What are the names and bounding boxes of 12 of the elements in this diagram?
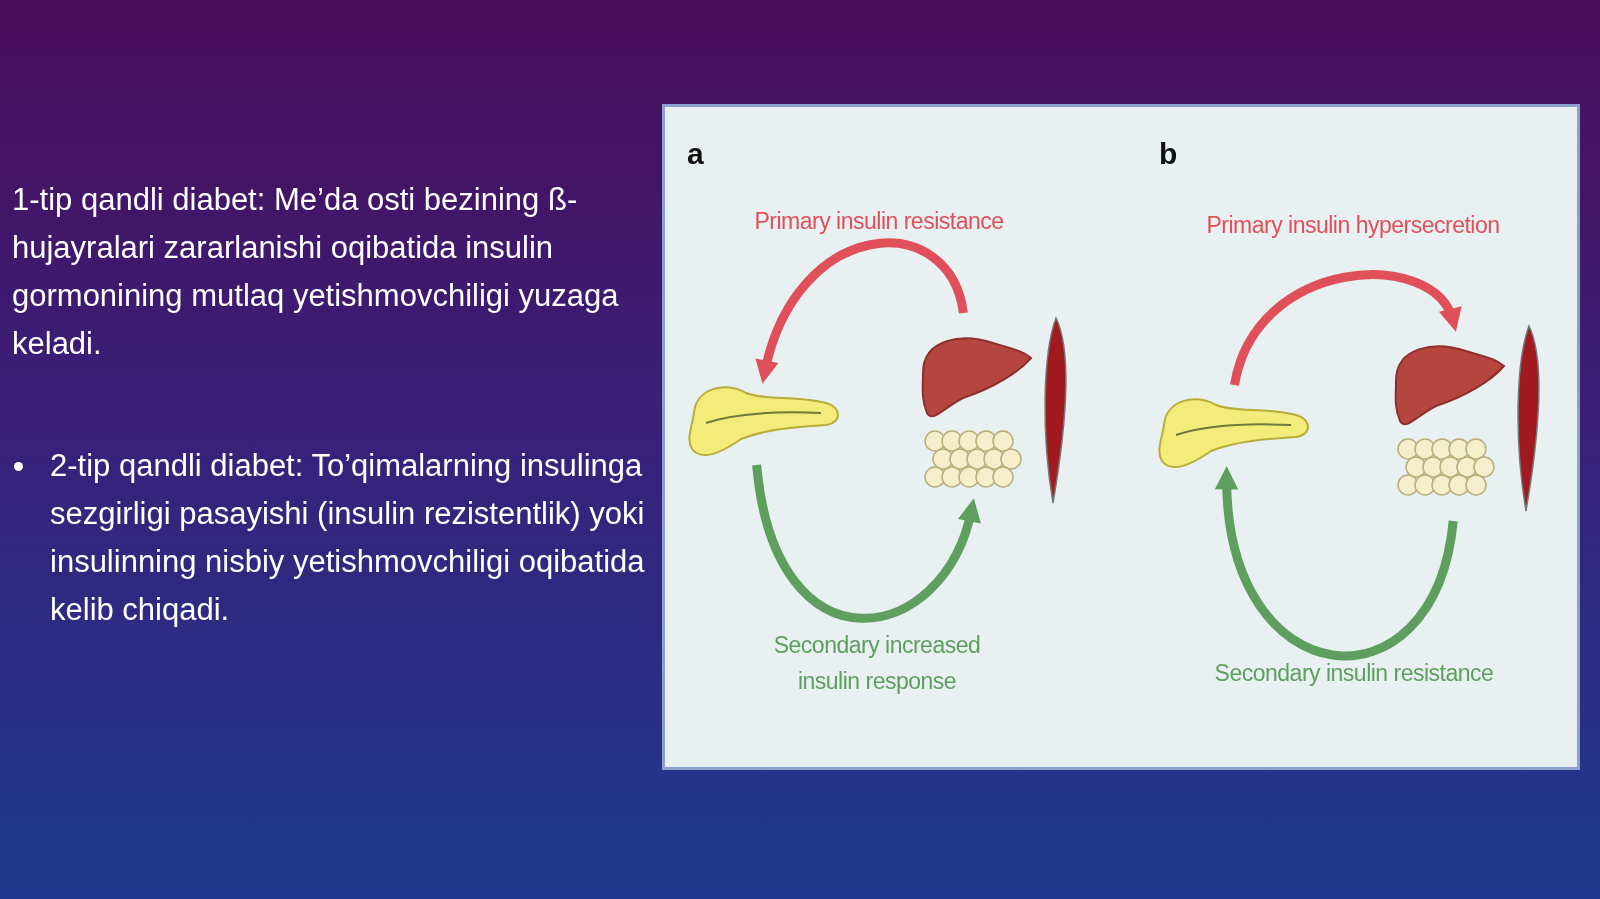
bullet-text: 2-tip qandli diabet: To’qimalarning insulinga sezgirligi pasayishi (insulin rezistentlik) yoki insulinning nisbiy yetishmovchiligi oqibatida kelib chiqadi. (50, 447, 646, 629)
panel-letter: b (1159, 137, 1178, 171)
edge-label: Primary insulin resistance (753, 207, 1005, 236)
edge-label: Secondary insulin resistance (1213, 659, 1495, 688)
edge-label: Secondary increased insulin response (772, 631, 982, 696)
curved-arrow (756, 238, 968, 384)
paragraph: 1-tip qandli diabet: Me’da osti bezining ß-hujayralari zararlanishi oqibatida insulin gormonining mutlaq yetishmovchiligi yuzaga keladi. (12, 181, 620, 363)
edge-label: Primary insulin hypersecretion (1205, 211, 1501, 240)
curved-arrow (752, 464, 980, 623)
curved-arrow (1230, 270, 1459, 387)
curved-arrow (1215, 466, 1458, 660)
panel-letter: a (687, 137, 704, 171)
